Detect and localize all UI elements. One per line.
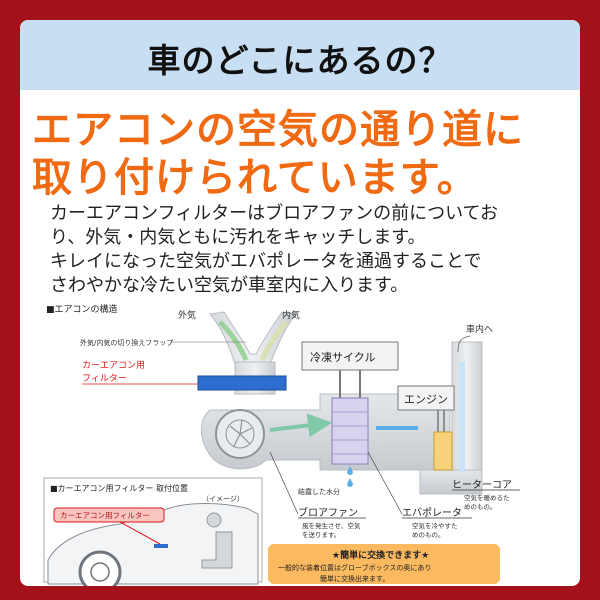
blower-fan-desc: を送ります。	[302, 530, 340, 539]
blower-fan-label: ブロアファン	[298, 506, 358, 519]
headline-line-1: エアコンの空気の通り道に	[32, 107, 524, 153]
filter-position-mark	[154, 544, 168, 548]
outside-air-label: 外気	[178, 309, 196, 321]
aircon-structure-diagram: ■エアコンの構造 外気 内気 外気/内気の切り換えフラップ カーエアコン用 フィ…	[43, 303, 520, 586]
to-cabin-label: 車内へ	[466, 323, 493, 335]
position-title: ■カーエアコン用フィルター 取付位置	[50, 483, 188, 493]
easy-replace-line: 簡単に交換出来ます。	[320, 574, 389, 583]
engine-box	[397, 385, 455, 411]
aircon-filter	[197, 375, 287, 391]
section-title: ■エアコンの構造	[46, 303, 118, 315]
blower-fan-desc: 風を発生させ、空気	[302, 521, 361, 530]
content-panel: 車のどこにあるの？ エアコンの空気の通り道に 取り付けられています。 カーエアコ…	[20, 20, 580, 586]
position-badge-label: カーエアコン用フィルター	[60, 511, 150, 520]
inside-air-label: 内気	[282, 309, 300, 321]
headline-line-2: 取り付けられています。	[32, 155, 478, 201]
position-badge	[53, 507, 165, 523]
description-line: り、外気・内気ともに汚れをキャッチします。	[50, 227, 426, 248]
filter-label-2: フィルター	[82, 373, 127, 384]
easy-replace-box	[268, 544, 500, 584]
flap-label: 外気/内気の切り換えフラップ	[80, 338, 173, 347]
description-line: カーエアコンフィルターはブロアファンの前についてお	[50, 203, 499, 224]
engine-label: エンジン	[404, 393, 448, 406]
heater-core-desc: めのもの。	[464, 503, 497, 511]
evaporator-unit	[331, 397, 369, 465]
intake-duct	[209, 311, 297, 365]
refrigeration-cycle-label: 冷凍サイクル	[310, 351, 375, 364]
seat-icon	[201, 531, 233, 569]
evaporator-desc: めのもの。	[412, 531, 445, 539]
heater-core-label: ヒーターコア	[452, 479, 512, 491]
intake-arrow-right	[259, 320, 288, 361]
header-title: 車のどこにあるの？	[147, 41, 453, 80]
position-note: （イメージ）	[202, 495, 244, 503]
filter-label-1: カーエアコン用	[82, 360, 145, 371]
easy-replace-line: 一般的な装着位置はグローブボックスの奥にあり	[278, 563, 431, 572]
easy-replace-title: ★簡単に交換できます★	[332, 549, 429, 561]
evaporator-label: エバポレータ	[402, 507, 462, 519]
description-line: キレイになった空気がエバポレータを通過することで	[50, 251, 482, 272]
header-banner: 車のどこにあるの？	[20, 20, 580, 90]
condensation-label: 結露した水分	[298, 487, 340, 496]
description-line: さわやかな冷たい空気が車室内に入ります。	[50, 275, 409, 296]
refrigeration-cycle-box	[301, 341, 399, 371]
heater-core-unit	[433, 431, 453, 471]
evaporator-desc: 空気を冷やすた	[412, 521, 458, 530]
description-text: カーエアコンフィルターはブロアファンの前についてお り、外気・内気ともに汚れをキ…	[50, 202, 570, 298]
cabin-duct	[451, 341, 483, 493]
intake-arrow-left	[218, 320, 249, 361]
heater-core-desc: 空気を暖めるた	[464, 493, 510, 502]
